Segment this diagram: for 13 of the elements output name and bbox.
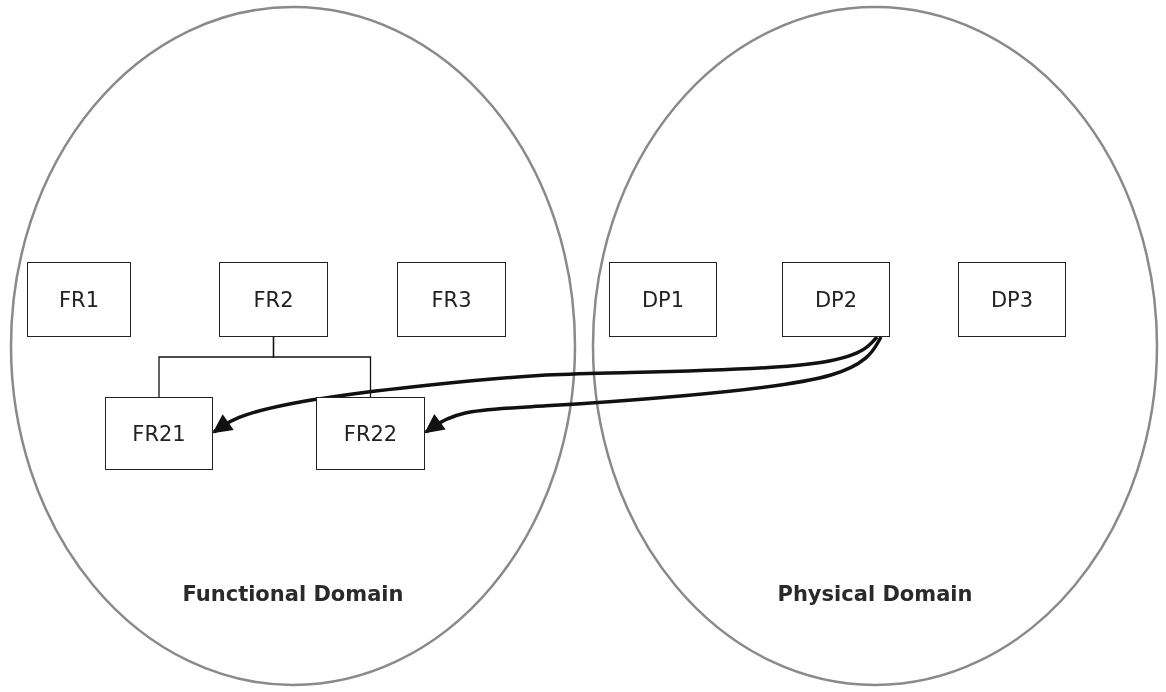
requirement-box: DP2 [782, 262, 890, 337]
requirement-box: FR1 [27, 262, 131, 337]
domain-title: Functional Domain [181, 582, 405, 606]
arrow [212, 335, 879, 434]
requirement-box: DP3 [958, 262, 1066, 337]
requirement-box: FR22 [316, 397, 425, 470]
arrow [424, 336, 883, 434]
requirement-box: FR2 [219, 262, 328, 337]
connector-line [272, 336, 372, 398]
domain-title: Physical Domain [776, 582, 974, 606]
requirement-box: DP1 [609, 262, 717, 337]
requirement-box: FR3 [397, 262, 506, 337]
requirement-box: FR21 [105, 397, 213, 470]
